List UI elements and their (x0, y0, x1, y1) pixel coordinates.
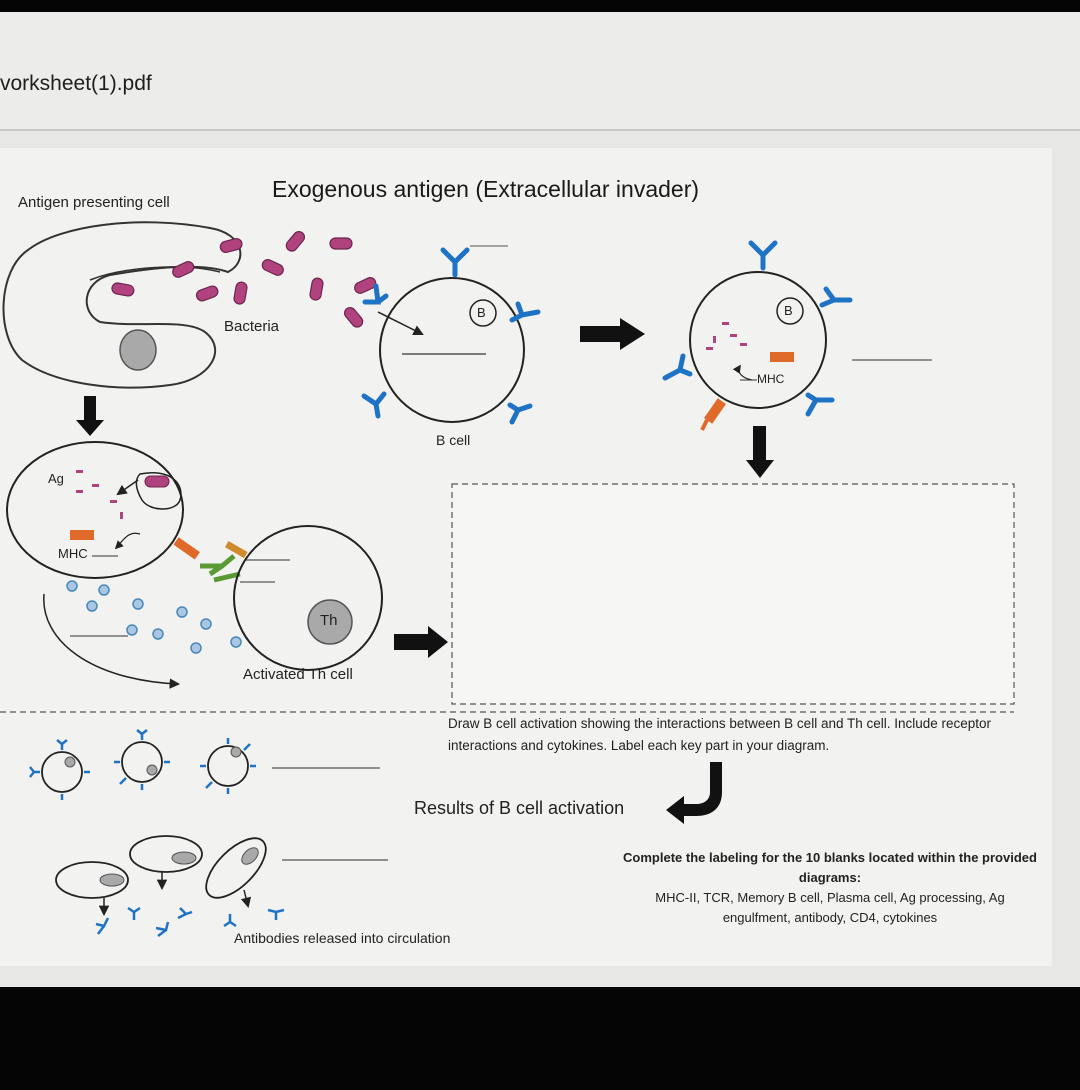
b-cell-2-receptors (662, 240, 853, 417)
th-cell (233, 525, 383, 671)
b-marker-2: B (784, 303, 793, 318)
mhc-left-label: MHC (58, 546, 88, 561)
th-label: Th (320, 612, 338, 629)
apc-cell-outline (2, 221, 242, 389)
b-cell-2 (689, 271, 827, 409)
b-marker-1: B (477, 305, 486, 320)
arrow-down-left (76, 396, 104, 436)
mhc-right-label: MHC (757, 372, 785, 386)
b-cell-label: B cell (436, 432, 471, 448)
arrow-down-right (746, 426, 774, 478)
labeling-heading: Complete the labeling for the 10 blanks … (623, 850, 1037, 885)
apc-label: Antigen presenting cell (18, 194, 170, 211)
bacteria-group (111, 231, 377, 328)
b-cell-1-receptors (361, 247, 541, 425)
th-nucleus (307, 599, 353, 645)
activated-th-label: Activated Th cell (243, 666, 353, 683)
arrow-right-2 (394, 626, 448, 658)
cytokine-dots (66, 580, 242, 654)
bacteria-label: Bacteria (224, 318, 280, 335)
word-bank: MHC-II, TCR, Memory B cell, Plasma cell,… (655, 890, 1005, 925)
antibodies-label: Antibodies released into circulation (234, 930, 451, 946)
apc-nucleus (119, 329, 157, 371)
free-antibodies (95, 906, 285, 937)
results-label: Results of B cell activation (414, 798, 625, 818)
plasma-cells (55, 835, 267, 917)
ag-label: Ag (48, 471, 64, 486)
b-cell-1 (379, 277, 525, 423)
draw-instructions: Draw B cell activation showing the inter… (448, 716, 992, 753)
apc-processing-cell (6, 441, 184, 579)
diagram-title: Exogenous antigen (Extracellular invader… (272, 176, 700, 202)
memory-b-cells (29, 729, 256, 800)
pdf-title-tab[interactable]: vorksheet(1).pdf (0, 72, 152, 95)
mhc-complex-right (700, 398, 726, 431)
mhc-tcr-interaction (173, 537, 248, 583)
results-arrow (666, 762, 722, 824)
labeling-instructions: Complete the labeling for the 10 blanks … (620, 848, 1040, 928)
drawing-box[interactable] (451, 483, 1015, 705)
browser-toolbar (0, 12, 1080, 130)
arrow-right-1 (580, 318, 645, 350)
